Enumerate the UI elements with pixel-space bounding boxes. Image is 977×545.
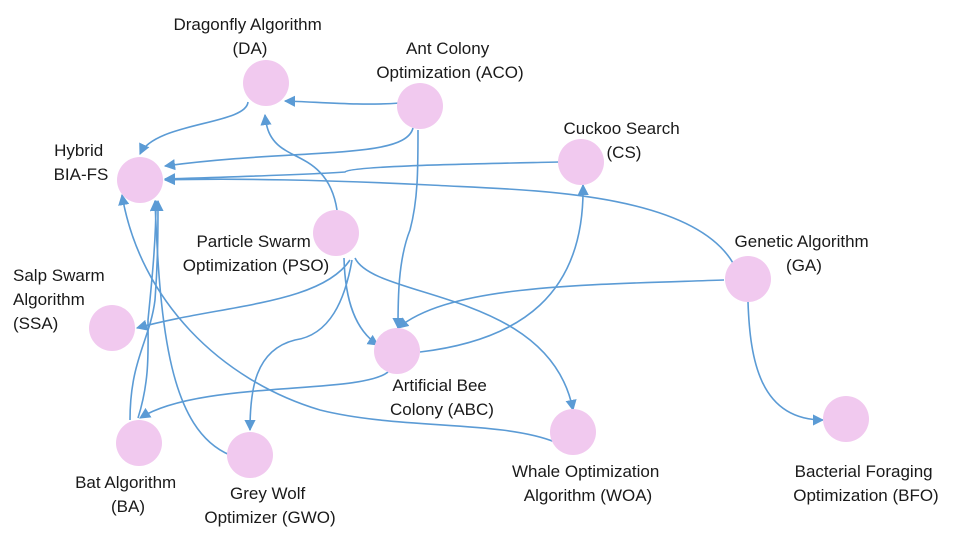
edge-ba-to-hybrid-1 — [137, 199, 162, 419]
edge-ga-to-hybrid — [163, 174, 734, 264]
nodes — [89, 60, 869, 478]
edge-pso-to-gwo — [244, 259, 353, 432]
node-hybrid-bia-fs — [117, 157, 163, 203]
label-ba: Bat Algorithm (BA) — [75, 473, 181, 516]
label-abc: Artificial Bee Colony (ABC) — [390, 376, 494, 419]
label-hybrid: Hybrid BIA-FS — [54, 141, 109, 184]
edge-aco-to-hybrid — [163, 127, 414, 171]
node-dragonfly-algorithm — [243, 60, 289, 106]
label-gwo: Grey Wolf Optimizer (GWO) — [204, 484, 335, 527]
edge-woa-to-hybrid — [118, 193, 556, 443]
label-da: Dragonfly Algorithm (DA) — [173, 15, 326, 58]
node-particle-swarm-optimization — [313, 210, 359, 256]
edge-pso-to-ssa — [135, 259, 351, 331]
label-bfo: Bacterial Foraging Optimization (BFO) — [793, 462, 938, 505]
node-artificial-bee-colony — [374, 328, 420, 374]
label-cs: Cuckoo Search (CS) — [564, 119, 685, 162]
label-aco: Ant Colony Optimization (ACO) — [376, 39, 523, 82]
edge-ba-to-hybrid-2 — [129, 199, 164, 421]
node-cuckoo-search — [558, 139, 604, 185]
edge-aco-to-da — [283, 95, 401, 107]
node-ant-colony-optimization — [397, 83, 443, 129]
edge-gwo-to-hybrid — [149, 199, 231, 456]
labels: Dragonfly Algorithm (DA) Ant Colony Opti… — [13, 15, 939, 527]
label-pso: Particle Swarm Optimization (PSO) — [183, 232, 329, 275]
node-whale-optimization-algorithm — [550, 409, 596, 455]
label-ssa: Salp Swarm Algorithm (SSA) — [13, 266, 109, 333]
node-salp-swarm-algorithm — [89, 305, 135, 351]
node-bat-algorithm — [116, 420, 162, 466]
node-grey-wolf-optimizer — [227, 432, 273, 478]
node-genetic-algorithm — [725, 256, 771, 302]
label-ga: Genetic Algorithm (GA) — [735, 232, 874, 275]
edge-cs-to-hybrid — [163, 161, 560, 185]
label-woa: Whale Optimization Algorithm (WOA) — [512, 462, 664, 505]
edge-pso-to-da — [260, 113, 338, 211]
edge-pso-to-woa — [354, 257, 577, 412]
edge-abc-to-cs — [419, 183, 589, 353]
edge-abc-to-ba — [139, 371, 389, 419]
edge-pso-to-abc — [343, 257, 379, 346]
edge-aco-to-abc — [392, 129, 419, 330]
edge-ga-to-abc — [397, 279, 725, 329]
edge-da-to-hybrid — [139, 101, 249, 156]
edges — [118, 95, 825, 456]
edge-ga-to-bfo — [747, 301, 825, 426]
node-bacterial-foraging-optimization — [823, 396, 869, 442]
